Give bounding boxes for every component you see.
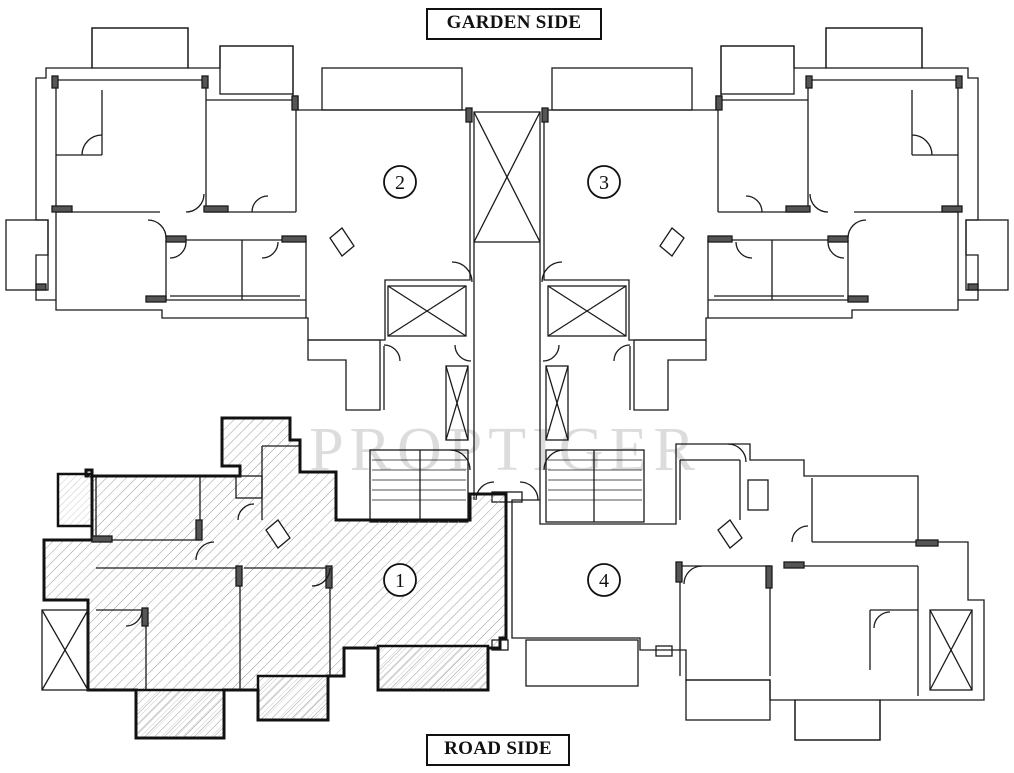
unit-4-plan <box>491 443 985 741</box>
unit-number-4: 4 <box>599 570 609 592</box>
unit-number-3: 3 <box>599 172 609 194</box>
unit-3-plan <box>541 27 1009 411</box>
unit-marker-1: 1 <box>383 563 417 597</box>
unit-1-plan <box>41 416 508 740</box>
unit-number-2: 2 <box>395 172 405 194</box>
road-side-label: ROAD SIDE <box>426 734 570 766</box>
unit-2-plan <box>5 27 473 411</box>
unit-marker-3: 3 <box>587 165 621 199</box>
unit-marker-2: 2 <box>383 165 417 199</box>
unit-number-1: 1 <box>395 570 405 592</box>
garden-side-label: GARDEN SIDE <box>426 8 602 40</box>
unit-marker-4: 4 <box>587 563 621 597</box>
core-plan <box>369 111 645 523</box>
